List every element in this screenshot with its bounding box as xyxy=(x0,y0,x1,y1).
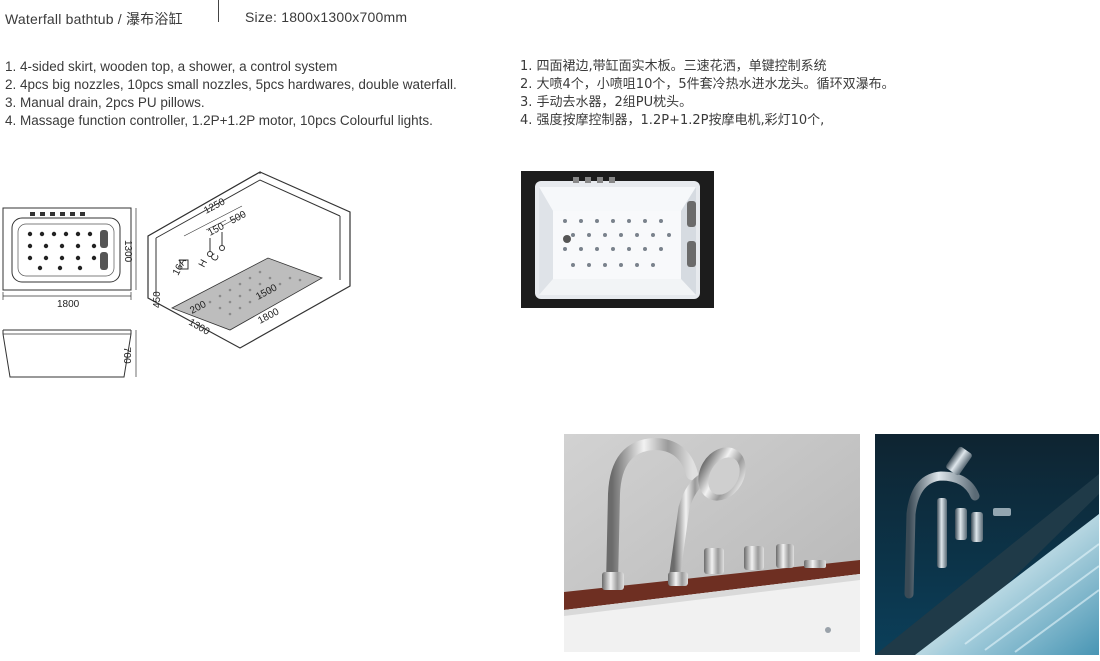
spec-item: 1. 四面裙边,带缸面实木板。三速花洒，单键控制系统 xyxy=(520,59,827,74)
size-label: Size: 1800x1300x700mm xyxy=(245,9,408,25)
installation-room-drawing: 1250 500 150 16A H C 450 200 1300 1800 1… xyxy=(147,171,351,349)
dim-length: 1800 xyxy=(57,299,80,310)
tub-top-photo xyxy=(521,171,714,308)
waterfall-photo xyxy=(875,434,1099,655)
spec-item: 2. 4pcs big nozzles, 10pcs small nozzles… xyxy=(5,77,457,92)
spec-item: 4. Massage function controller, 1.2P+1.2… xyxy=(5,113,433,128)
page-title: Waterfall bathtub / 瀑布浴缸 xyxy=(5,11,183,27)
label-h: H xyxy=(197,258,210,270)
tub-top-view-drawing: 1800 1300 xyxy=(2,207,137,310)
label-c: C xyxy=(209,252,222,264)
dim-room-450: 450 xyxy=(152,291,163,308)
spec-list-english: 1. 4-sided skirt, wooden top, a shower, … xyxy=(5,58,457,130)
spec-item: 2. 大喷4个，小喷咀10个，5件套冷热水进水龙头。循环双瀑布。 xyxy=(520,77,895,92)
dim-height: 700 xyxy=(121,347,132,364)
spec-list-chinese: 1. 四面裙边,带缸面实木板。三速花洒，单键控制系统 2. 大喷4个，小喷咀10… xyxy=(520,58,895,130)
faucet-photo xyxy=(564,434,860,652)
spec-item: 1. 4-sided skirt, wooden top, a shower, … xyxy=(5,59,338,74)
spec-item: 4. 强度按摩控制器，1.2P+1.2P按摩电机,彩灯10个, xyxy=(520,113,825,128)
tub-side-view-drawing: 700 xyxy=(2,329,137,378)
spec-item: 3. Manual drain, 2pcs PU pillows. xyxy=(5,95,205,110)
header-divider xyxy=(218,0,219,22)
spec-item: 3. 手动去水器，2组PU枕头。 xyxy=(520,95,693,110)
dim-width: 1300 xyxy=(122,240,133,263)
